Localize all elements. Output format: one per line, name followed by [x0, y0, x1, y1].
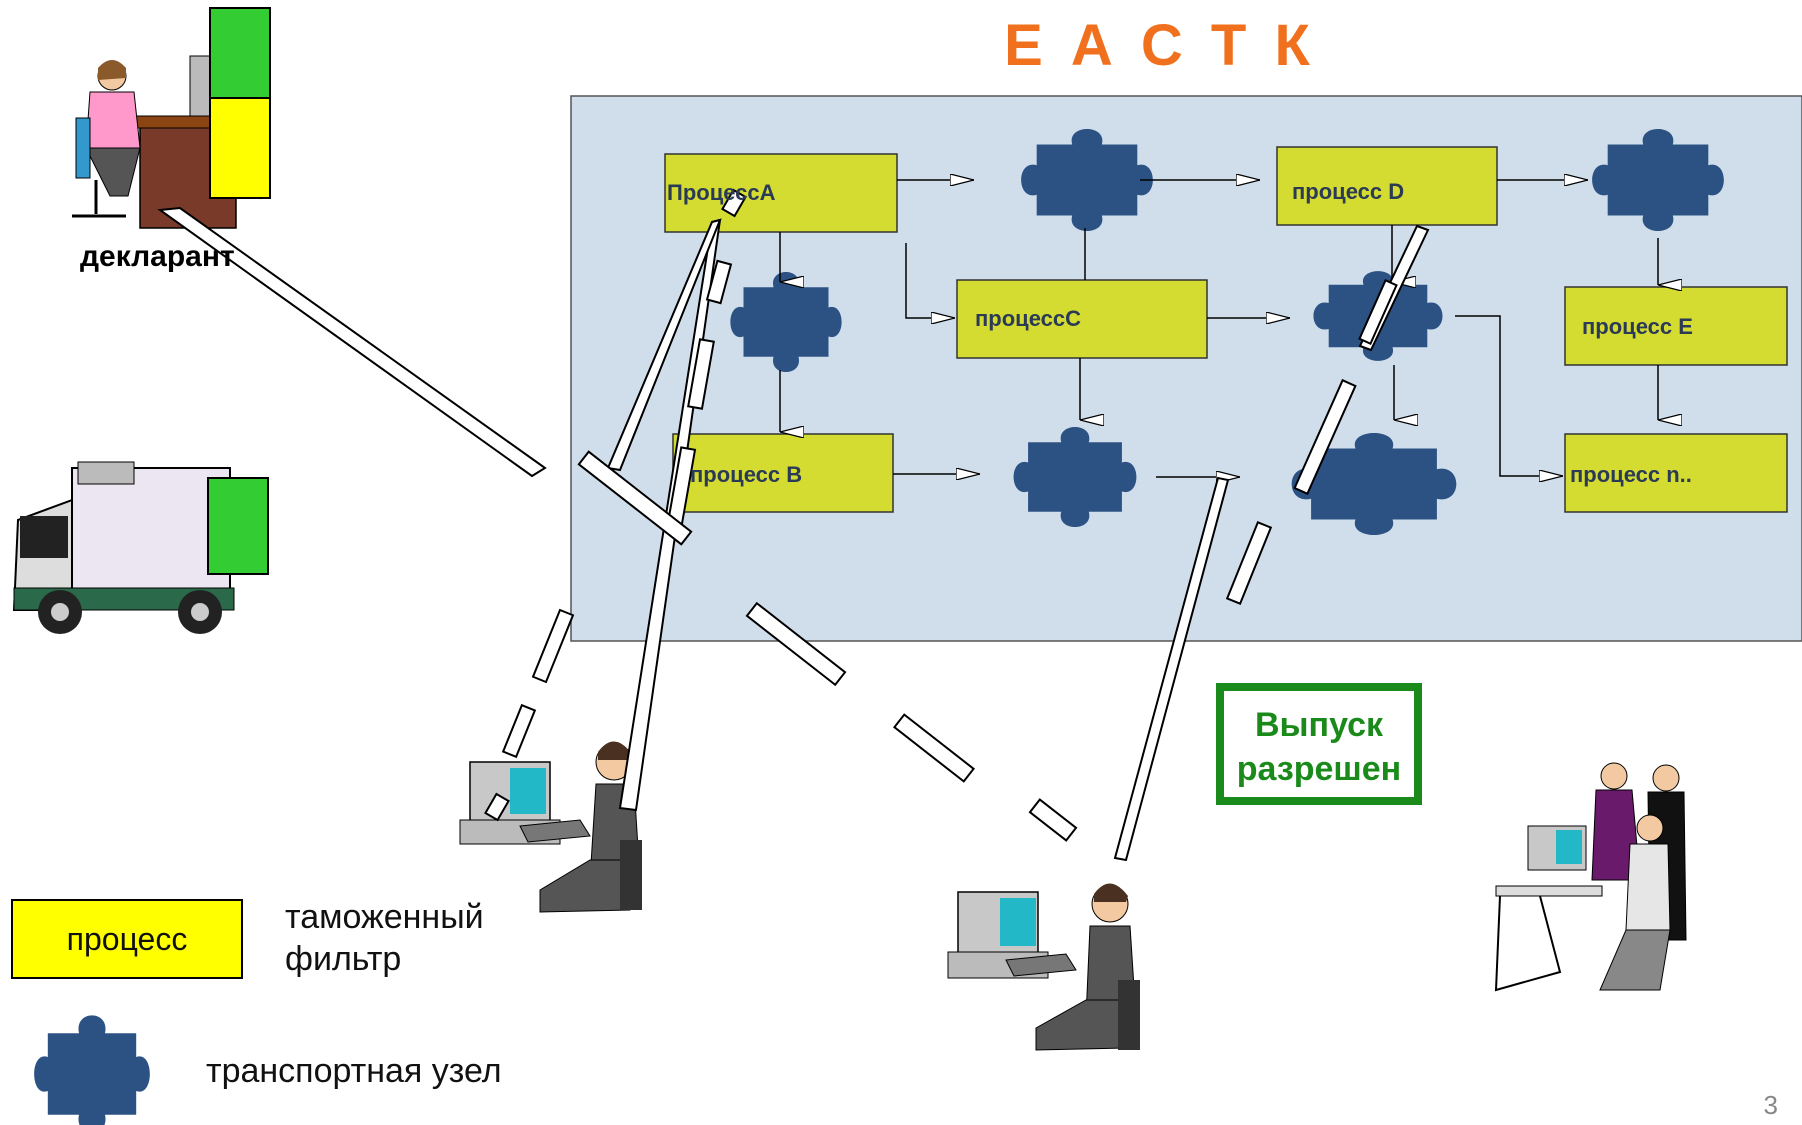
process-e-box [1564, 286, 1788, 366]
release-line1: Выпуск [1254, 706, 1384, 744]
legend-process-label: процесс [66, 921, 188, 957]
truck-icon [12, 461, 235, 634]
document-green-declarant [209, 7, 271, 105]
process-b-box [672, 433, 894, 513]
diagram-title: Е А С Т К [1004, 13, 1316, 78]
inspector-1-icon [459, 741, 642, 913]
legend-node-label: транспортная узел [206, 1052, 502, 1090]
process-n-box [1564, 433, 1788, 513]
officials-group-icon [1494, 762, 1687, 992]
flow-connectors [779, 180, 1658, 477]
beam-declarant [157, 206, 547, 478]
document-yellow-declarant [209, 97, 271, 199]
process-c-label: процессС [975, 306, 1081, 331]
process-d-label: процесс D [1292, 179, 1405, 204]
process-e-label: процесс Е [1582, 314, 1693, 339]
legend-puzzle-icon [34, 1015, 150, 1125]
document-green-truck [207, 477, 269, 575]
process-a-box [664, 153, 898, 233]
legend-filter-label: таможенный фильтр [285, 896, 484, 980]
declarant-label: декларант [80, 240, 235, 273]
process-n-label: процесс n.. [1570, 462, 1692, 487]
legend-process-box [11, 899, 243, 979]
process-c-box [956, 279, 1208, 359]
legend-filter-line1: таможенный [285, 898, 484, 936]
page-number: 3 [1763, 1090, 1778, 1120]
process-d-box [1276, 146, 1498, 226]
release-permitted-box: Выпуск разрешен [1216, 683, 1422, 805]
filter-dashes [484, 188, 1398, 842]
process-a-label: ПроцессА [667, 180, 776, 205]
process-b-label: процесс В [690, 462, 803, 487]
release-line2: разрешен [1236, 750, 1402, 788]
legend-filter-line2: фильтр [285, 940, 402, 978]
inspector-2-icon [947, 883, 1140, 1051]
